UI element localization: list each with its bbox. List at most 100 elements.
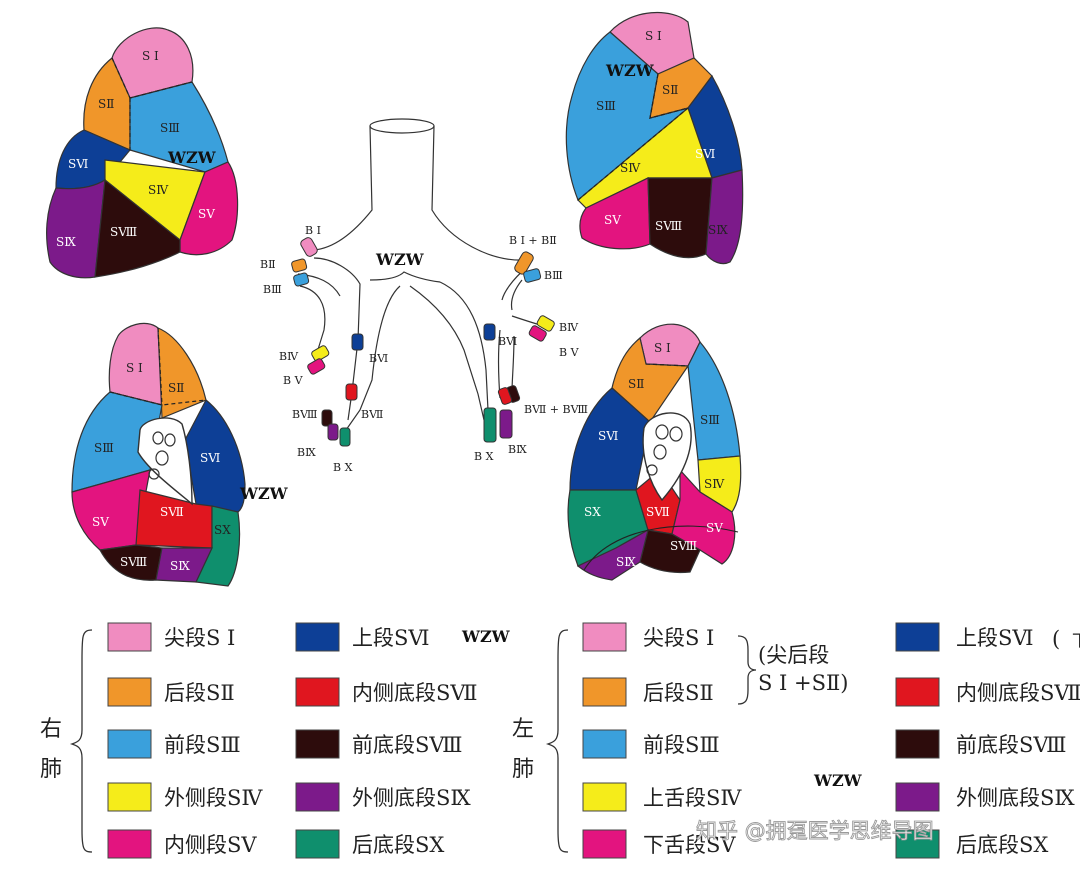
right-lung-lateral-view: S Ⅰ SⅡ SⅢ SⅥ SⅣ SⅤ SⅨ SⅧ xyxy=(46,27,239,279)
legend-swatch xyxy=(582,622,627,652)
cut-fragment: 下 xyxy=(1072,631,1080,650)
label-s1: S Ⅰ xyxy=(126,361,143,375)
label-s10: SⅩ xyxy=(214,523,231,537)
legend-label: 上舌段SⅣ xyxy=(643,786,742,810)
label-s9: SⅨ xyxy=(616,555,636,569)
label-b6: BⅥ xyxy=(498,335,517,348)
legend-swatch xyxy=(295,782,340,812)
legend-swatch xyxy=(107,677,152,707)
label-s9: SⅨ xyxy=(56,235,76,249)
legend-label: 后段SⅡ xyxy=(643,681,714,705)
label-s10: SⅩ xyxy=(584,505,601,519)
apicoposterior-note: (尖后段 xyxy=(758,643,829,667)
label-b3: BⅢ xyxy=(544,269,563,282)
label-s3: SⅢ xyxy=(94,441,114,455)
label-b2: BⅡ xyxy=(260,258,276,271)
legend-swatch xyxy=(107,829,152,859)
apicoposterior-note: S Ⅰ +SⅡ) xyxy=(758,671,848,695)
label-b1-b2: B Ⅰ + BⅡ xyxy=(509,234,557,247)
legend-label: 前底段SⅧ xyxy=(956,733,1066,757)
watermark: WZW xyxy=(375,250,425,269)
legend-label: 尖段S Ⅰ xyxy=(643,626,714,650)
label-s6: SⅥ xyxy=(200,451,220,465)
segment-s8 xyxy=(94,178,181,278)
segment-s3 xyxy=(687,340,741,461)
legend-swatch xyxy=(107,782,152,812)
label-s5: SⅤ xyxy=(706,521,723,535)
label-s5: SⅤ xyxy=(604,213,621,227)
legend-label: 外侧底段SⅨ xyxy=(956,786,1075,810)
left-lung-lateral-view: S Ⅰ SⅡ SⅢ SⅥ SⅣ SⅤ SⅧ SⅨ xyxy=(565,11,744,265)
label-b7: BⅦ xyxy=(361,408,383,421)
label-b4: BⅣ xyxy=(279,350,299,363)
legend-swatch xyxy=(295,622,340,652)
legend-right-lung: 右 肺 尖段S Ⅰ后段SⅡ前段SⅢ外侧段SⅣ内侧段SⅤ上段SⅥ内侧底段SⅦ前底段… xyxy=(40,622,478,859)
hilum xyxy=(137,417,193,506)
label-s6: SⅥ xyxy=(695,147,715,161)
legend-label: 前段SⅢ xyxy=(164,733,241,757)
segment-s9 xyxy=(155,547,213,583)
label-b5: B Ⅴ xyxy=(283,374,304,387)
segment-s9 xyxy=(576,528,649,581)
label-b10: B Ⅹ xyxy=(333,461,353,474)
label-s8: SⅧ xyxy=(655,219,682,233)
legend-label: 前底段SⅧ xyxy=(352,733,462,757)
label-s1: S Ⅰ xyxy=(142,49,159,63)
label-b5: B Ⅴ xyxy=(559,346,580,359)
label-b1: B Ⅰ xyxy=(305,224,321,237)
legend-swatch xyxy=(895,729,940,759)
legend-label: 内侧底段SⅦ xyxy=(352,681,478,705)
label-b9: BⅨ xyxy=(297,446,316,459)
left-lung-medial-view: S Ⅰ SⅡ SⅥ SⅢ SⅣ SⅩ SⅦ SⅤ SⅧ SⅨ xyxy=(567,323,742,581)
legend-swatch xyxy=(295,677,340,707)
label-s2: SⅡ xyxy=(662,83,678,97)
label-s6: SⅥ xyxy=(68,157,88,171)
label-b3: BⅢ xyxy=(263,283,282,296)
label-s4: SⅣ xyxy=(148,183,169,197)
label-s7: SⅦ xyxy=(646,505,670,519)
segment-s9 xyxy=(46,178,106,279)
segment-s5 xyxy=(179,161,239,256)
zhihu-watermark: 知乎 @拥趸医学思维导图 xyxy=(696,819,934,843)
legend-left-label: 肺 xyxy=(512,757,534,782)
segment-s8 xyxy=(639,529,701,574)
label-s1: S Ⅰ xyxy=(654,341,671,355)
segment-s10 xyxy=(195,505,241,587)
segment-s8 xyxy=(647,177,713,259)
segment-s2 xyxy=(611,336,690,423)
right-lung-medial-view: S Ⅰ SⅡ SⅢ SⅥ SⅤ SⅦ SⅩ SⅧ SⅨ xyxy=(71,322,246,587)
label-s5: SⅤ xyxy=(198,207,215,221)
label-s4: SⅣ xyxy=(704,477,725,491)
watermark: WZW xyxy=(239,484,289,503)
legend-label: 后底段SⅩ xyxy=(956,833,1048,857)
legend-swatch xyxy=(582,782,627,812)
label-b8: BⅧ xyxy=(292,408,317,421)
legend-label: 内侧底段SⅦ xyxy=(956,681,1080,705)
label-s1: S Ⅰ xyxy=(645,29,662,43)
watermark: WZW xyxy=(605,61,655,80)
watermark: WZW xyxy=(813,771,863,790)
legend-label: 外侧底段SⅨ xyxy=(352,786,471,810)
label-s3: SⅢ xyxy=(596,99,616,113)
legend-label: 内侧段SⅤ xyxy=(164,833,257,857)
legend-swatch xyxy=(895,782,940,812)
label-b10: B Ⅹ xyxy=(474,450,494,463)
label-s8: SⅧ xyxy=(670,539,697,553)
legend-swatch xyxy=(895,622,940,652)
watermark: WZW xyxy=(167,148,217,167)
label-s4: SⅣ xyxy=(620,161,641,175)
label-s9: SⅨ xyxy=(170,559,190,573)
label-s6: SⅥ xyxy=(598,429,618,443)
label-s2: SⅡ xyxy=(98,97,114,111)
segment-s9 xyxy=(705,169,744,265)
label-b4: BⅣ xyxy=(559,321,579,334)
watermark: WZW xyxy=(461,627,511,646)
label-s9: SⅨ xyxy=(708,223,728,237)
legend-swatch xyxy=(582,829,627,859)
legend-label: 前段SⅢ xyxy=(643,733,720,757)
legend-swatch xyxy=(895,829,940,859)
label-b6: BⅥ xyxy=(369,352,388,365)
legend-swatch xyxy=(107,729,152,759)
legend-label: 后底段SⅩ xyxy=(352,833,444,857)
legend-swatch xyxy=(107,622,152,652)
